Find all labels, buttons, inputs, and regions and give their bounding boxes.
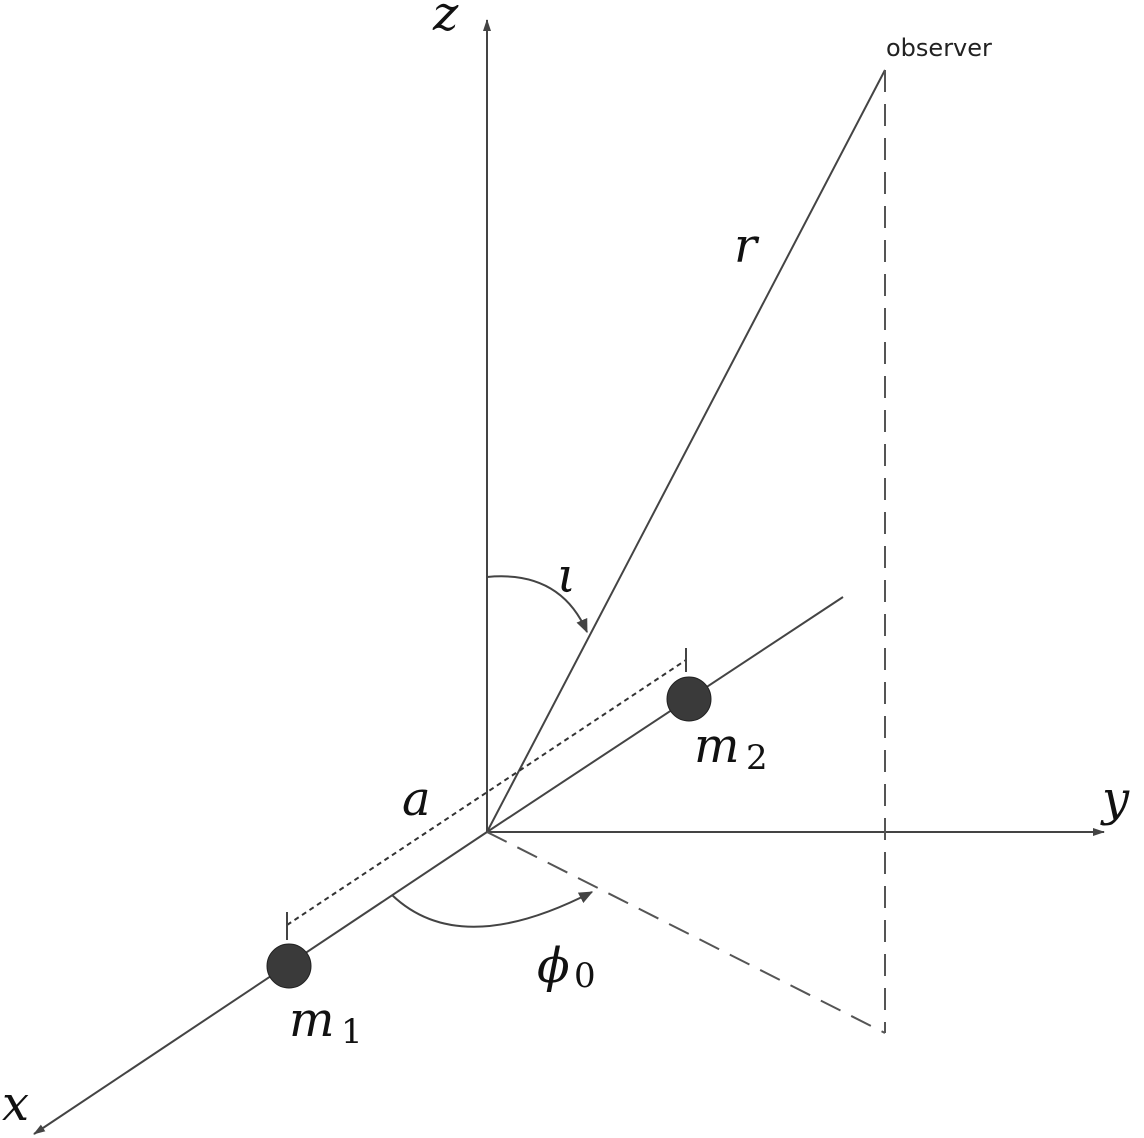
x-axis-label: x [2, 1076, 29, 1132]
m2-label: m [694, 718, 740, 774]
observer-label: observer [886, 34, 992, 62]
mass-m1 [266, 943, 312, 989]
inclination-arc [486, 575, 588, 634]
mass-m2 [666, 676, 712, 722]
m1-label-subscript: 1 [341, 1012, 363, 1052]
phase-arc [391, 891, 594, 928]
m2-label-subscript: 2 [746, 738, 768, 778]
m1-label: m [289, 992, 335, 1048]
r-label: r [734, 218, 760, 274]
line-of-sight-r [486, 69, 886, 833]
x-axis [33, 831, 488, 1135]
phase-label-subscript: 0 [574, 956, 596, 996]
inclination-label: ι [557, 548, 576, 604]
separation-a-line [286, 659, 687, 926]
phase-label: ϕ [537, 938, 570, 994]
orbit-line [486, 596, 844, 833]
observer-projection-ground [486, 831, 886, 1034]
y-axis-label: y [1100, 771, 1130, 827]
separation-label: a [402, 771, 431, 827]
z-axis-label: z [432, 0, 459, 42]
